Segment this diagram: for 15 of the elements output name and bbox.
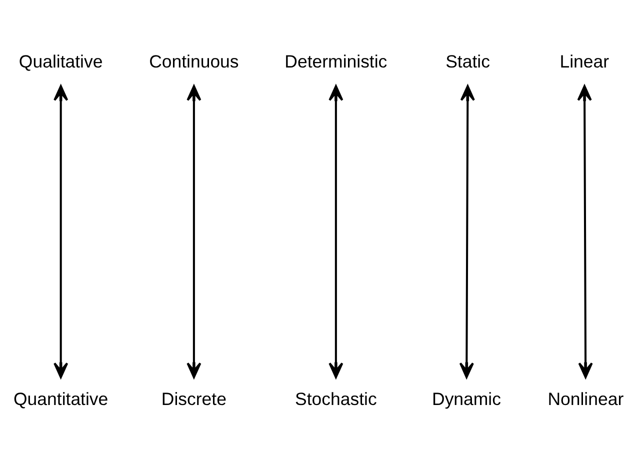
node-text: Stochastic [295,388,377,408]
node-text: Continuous [149,51,239,72]
node-text: Qualitative [18,51,103,72]
node-text: Deterministic [284,51,388,72]
arrow [328,84,344,378]
node-text: Nonlinear [548,388,624,408]
node-text: Linear [560,51,610,72]
arrow [186,84,202,378]
arrow [54,84,68,378]
node-text: Static [446,51,490,72]
arrow [459,84,475,378]
arrow [577,84,593,378]
node-text: Quantitative [14,388,108,408]
node-text: Discrete [161,388,226,408]
node-text: Dynamic [432,388,501,408]
